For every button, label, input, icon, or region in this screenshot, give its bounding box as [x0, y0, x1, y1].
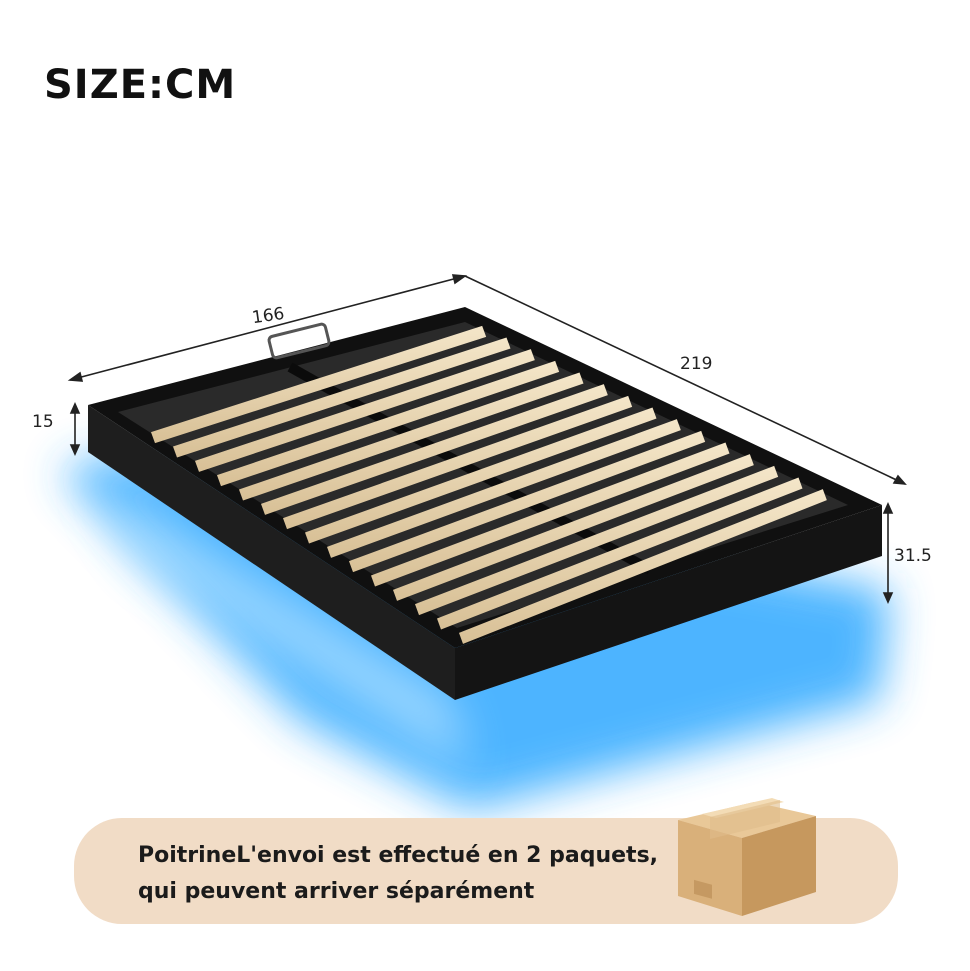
bed-slat	[415, 465, 779, 616]
bed-slat	[261, 384, 608, 515]
frame-height-label: 15	[32, 412, 54, 432]
bed-slat	[283, 395, 633, 530]
notice-line-2: qui peuvent arriver séparément	[138, 879, 535, 904]
notice-line-1: PoitrineL'envoi est effectué en 2 paquet…	[138, 843, 659, 868]
bed-slat	[349, 430, 706, 573]
length-dimension-label: 219	[680, 354, 713, 374]
bed-slat	[173, 337, 511, 458]
bed-slat	[437, 477, 803, 630]
cardboard-box-icon	[678, 798, 816, 916]
bed-slat	[459, 489, 827, 644]
bed-slat	[195, 349, 535, 472]
bed-slat	[327, 419, 681, 558]
bed-slat	[393, 454, 754, 601]
bed-slat	[371, 442, 730, 587]
slat-group	[151, 325, 827, 644]
shipping-notice-text: PoitrineL'envoi est effectué en 2 paquet…	[138, 838, 658, 910]
bed-slat	[305, 407, 657, 544]
bed-slat	[151, 325, 487, 444]
size-unit-title: SIZE:CM	[44, 62, 237, 108]
lift-handle	[267, 322, 331, 360]
bed-slat	[217, 360, 560, 487]
bed-slat	[239, 372, 584, 501]
dimension-lines	[67, 274, 907, 604]
total-height-label: 31.5	[894, 546, 932, 566]
